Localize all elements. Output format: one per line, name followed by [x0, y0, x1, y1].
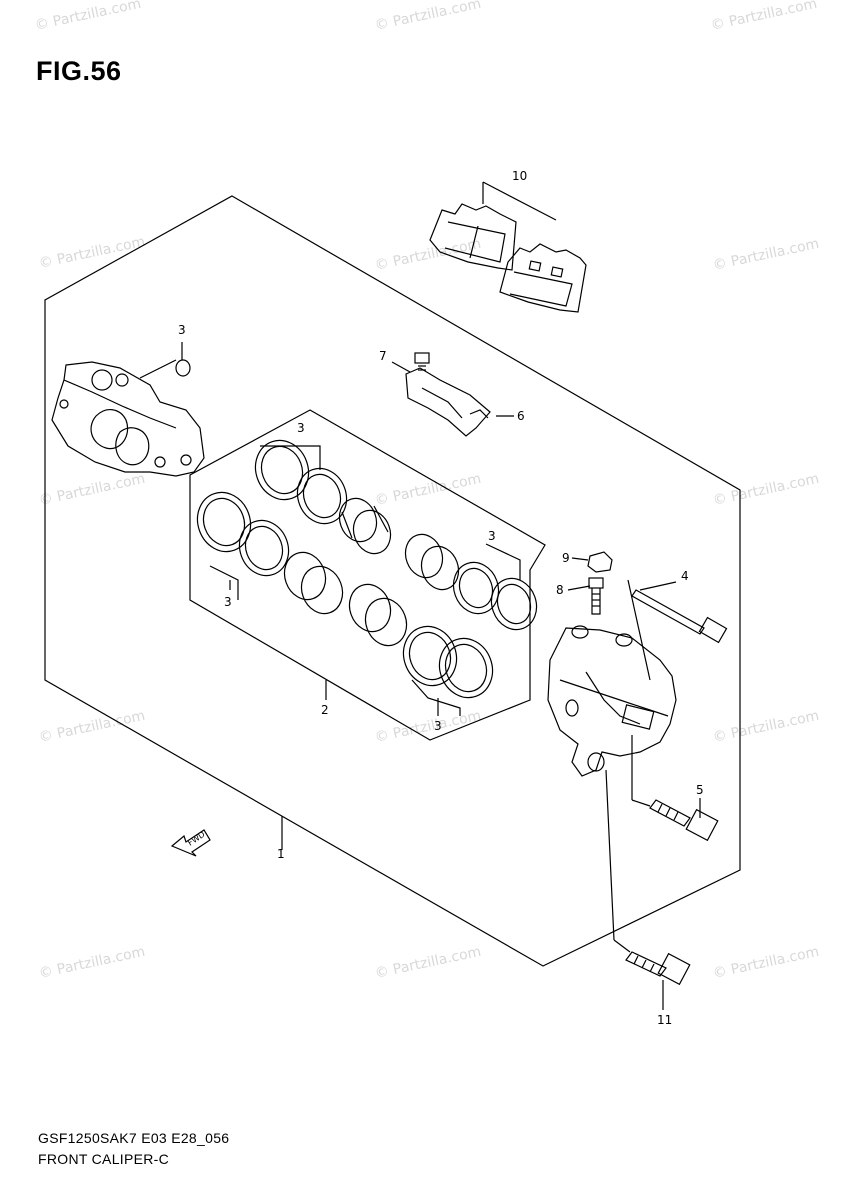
caliper-outer-half	[547, 625, 677, 777]
watermark: © Partzilla.com	[374, 0, 483, 34]
callout-3: 3	[488, 529, 496, 543]
figure-title: FIG.56	[36, 56, 122, 86]
watermark: © Partzilla.com	[38, 708, 147, 746]
brake-pad-set	[429, 203, 587, 313]
caliper-mounting-bolt-lower	[625, 951, 691, 986]
piston-seal	[452, 561, 500, 615]
callout-5: 5	[696, 783, 704, 797]
caliper-seal-small	[175, 359, 191, 377]
callout-6: 6	[517, 409, 525, 423]
watermark: © Partzilla.com	[710, 0, 819, 34]
callout-7: 7	[379, 349, 387, 363]
watermark: © Partzilla.com	[712, 944, 821, 982]
callout-3: 3	[224, 595, 232, 609]
piston-seal	[438, 637, 494, 699]
caliper-mounting-bolt-upper	[649, 799, 719, 842]
piston-seal	[254, 439, 310, 501]
piston-group	[283, 497, 460, 647]
model-code: GSF1250SAK7 E03 E28_056	[38, 1130, 230, 1146]
callout-10: 10	[512, 169, 527, 183]
bleeder-valve	[588, 577, 604, 615]
callout-4: 4	[681, 569, 689, 583]
piston	[404, 533, 460, 591]
watermark: © Partzilla.com	[374, 236, 483, 274]
caliper-inner-half	[51, 361, 205, 477]
caliper-assembly-bracket	[44, 195, 741, 967]
watermark: © Partzilla.com	[374, 471, 483, 509]
callout-labels: 1 2 3 3 3 3 3 4 5 6 7 8 9 10 11	[178, 169, 704, 1027]
piston-seal	[296, 467, 348, 525]
watermark: © Partzilla.com	[374, 708, 483, 746]
piston-seal	[196, 491, 252, 553]
piston	[283, 551, 344, 615]
piston-seal	[238, 519, 290, 577]
piston-kit-bracket	[189, 409, 546, 741]
brake-pad-right	[499, 243, 587, 313]
callout-11: 11	[657, 1013, 672, 1027]
callout-3: 3	[178, 323, 186, 337]
watermark: © Partzilla.com	[712, 236, 821, 274]
front-direction-arrow	[170, 829, 211, 857]
leader-lines	[181, 181, 701, 1010]
watermark: © Partzilla.com	[34, 0, 143, 34]
piston	[338, 497, 392, 555]
watermark-layer: © Partzilla.com © Partzilla.com © Partzi…	[34, 0, 821, 982]
watermark: © Partzilla.com	[374, 944, 483, 982]
piston-seal-group	[196, 439, 538, 699]
pad-pin	[631, 589, 728, 644]
watermark: © Partzilla.com	[712, 708, 821, 746]
pad-spring	[405, 367, 491, 437]
piston-seal	[490, 577, 538, 631]
callout-3: 3	[434, 719, 442, 733]
callout-9: 9	[562, 551, 570, 565]
callout-3: 3	[297, 421, 305, 435]
watermark: © Partzilla.com	[38, 471, 147, 509]
piston	[348, 583, 408, 647]
watermark: © Partzilla.com	[38, 944, 147, 982]
watermark: © Partzilla.com	[712, 471, 821, 509]
callout-1: 1	[277, 847, 285, 861]
bleeder-cap	[587, 551, 613, 573]
section-name: FRONT CALIPER-C	[38, 1151, 170, 1167]
callout-2: 2	[321, 703, 329, 717]
pad-spring-screw	[414, 352, 430, 371]
callout-8: 8	[556, 583, 564, 597]
brake-pad-left	[429, 203, 517, 271]
